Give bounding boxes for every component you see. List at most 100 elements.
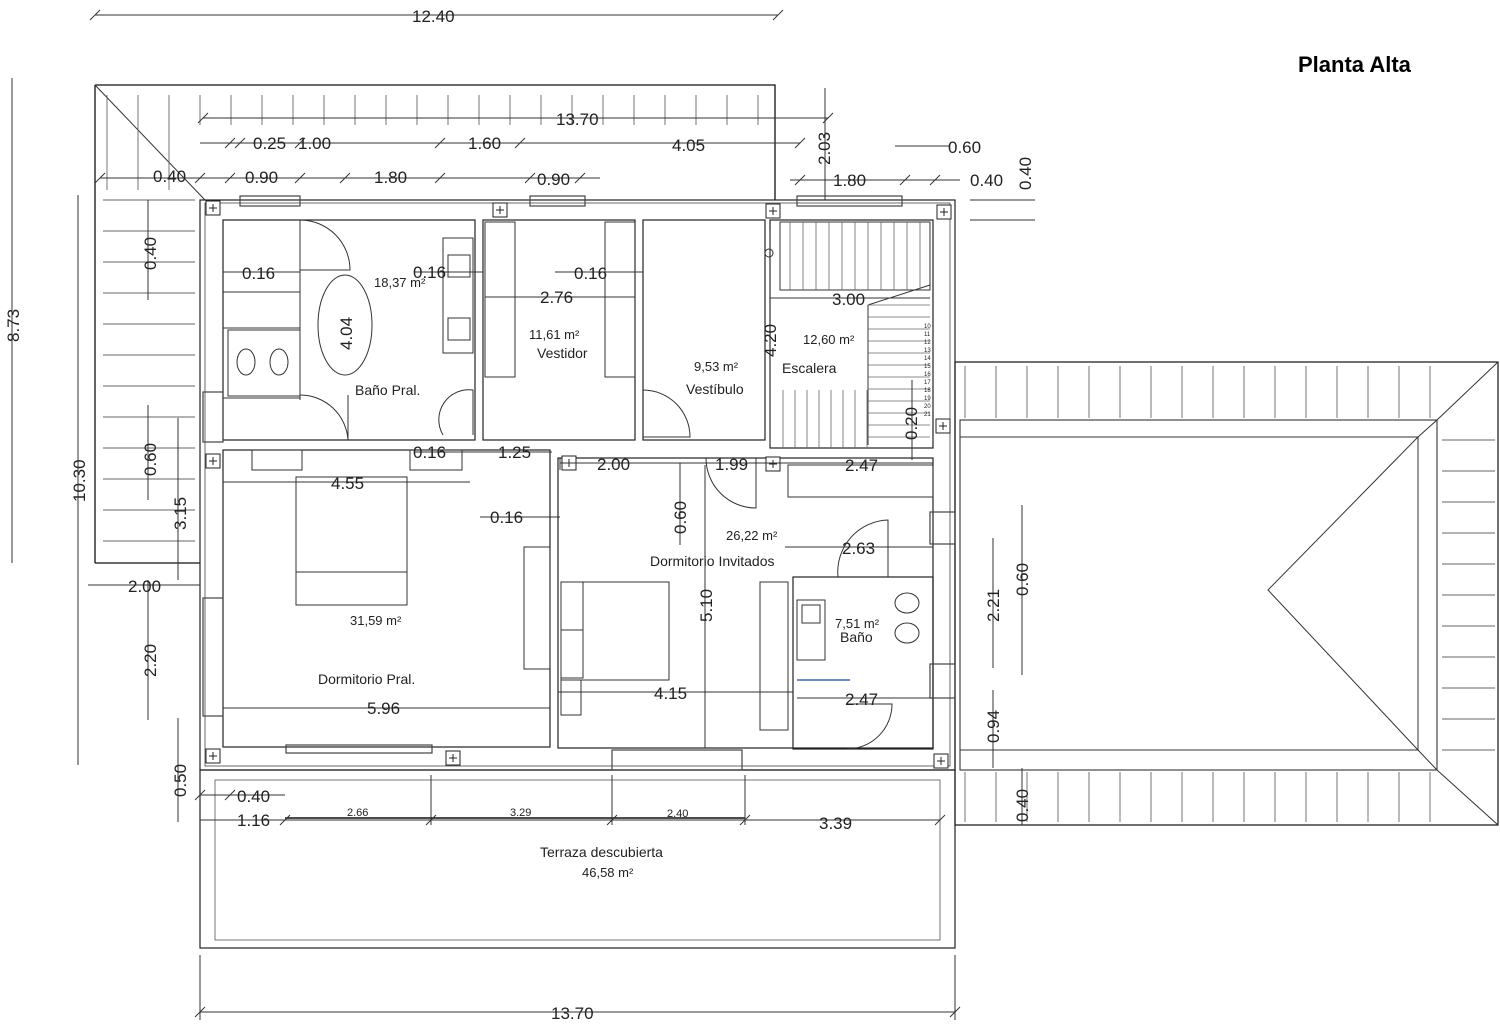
dim-100: 1.00 [298, 134, 331, 153]
dim-300: 3.00 [832, 290, 865, 309]
dim-1030: 10.30 [70, 459, 89, 502]
dim-090-a: 0.90 [245, 168, 278, 187]
dim-tick [197, 112, 209, 124]
dim-tick [94, 172, 106, 184]
dim-tick [949, 1006, 961, 1018]
dim-510: 5.10 [697, 589, 716, 622]
dim-tick [89, 9, 101, 21]
dim-tick [234, 137, 246, 149]
name-bano-pral: Baño Pral. [355, 382, 420, 398]
stair-number: 15 [924, 364, 931, 370]
dim-roof-width: 13.70 [556, 110, 599, 129]
dim-180-b: 1.80 [833, 171, 866, 190]
dim-050: 0.50 [171, 764, 190, 797]
area-bano: 7,51 m² [835, 616, 880, 631]
dim-016-b: 0.16 [413, 263, 446, 282]
dim-203: 2.03 [815, 132, 834, 165]
dim-404: 4.04 [337, 317, 356, 350]
name-escalera: Escalera [782, 360, 837, 376]
roof-eaves [94, 84, 1499, 826]
dim-315: 3.15 [171, 497, 190, 530]
dim-455: 4.55 [331, 474, 364, 493]
name-vestidor: Vestidor [537, 345, 588, 361]
dim-160: 1.60 [468, 134, 501, 153]
dim-tick [822, 112, 834, 124]
area-vestidor: 11,61 m² [529, 327, 580, 342]
dim-116: 1.16 [237, 811, 270, 830]
dim-top-total: 12.40 [412, 7, 455, 26]
dim-247-b: 2.47 [845, 690, 878, 709]
dim-221: 2.21 [984, 589, 1003, 622]
stair-number: 17 [924, 380, 931, 386]
dim-094: 0.94 [984, 710, 1003, 743]
rafters [103, 95, 1495, 822]
stair-treads [782, 222, 930, 448]
stair-number: 16 [924, 372, 931, 378]
area-terraza: 46,58 m² [582, 865, 634, 880]
dim-tick [194, 172, 206, 184]
dim-596: 5.96 [367, 699, 400, 718]
dim-tick [434, 137, 446, 149]
dim-tick [524, 172, 536, 184]
name-dorm-inv: Dormitorio Invitados [650, 553, 775, 569]
dim-060-right: 0.60 [1013, 563, 1032, 596]
dim-200-mid: 2.00 [597, 455, 630, 474]
dim-bottom-total: 13.70 [551, 1004, 594, 1023]
stair-number: 10 [924, 324, 931, 330]
dim-tick [434, 172, 446, 184]
dim-tick [294, 137, 306, 149]
dim-276: 2.76 [540, 288, 573, 307]
name-bano: Baño [840, 629, 873, 645]
dim-tick [514, 137, 526, 149]
dim-tick [899, 174, 911, 186]
dim-247-a: 2.47 [845, 456, 878, 475]
dim-040-top: 0.40 [153, 167, 186, 186]
dim-tick [279, 814, 291, 826]
dim-040-left: 0.40 [141, 237, 160, 270]
dim-tick [339, 172, 351, 184]
dimension-ticks [89, 9, 961, 1018]
dim-090-b: 0.90 [537, 170, 570, 189]
room-labels: 18,37 m² Baño Pral. 11,61 m² Vestidor 9,… [318, 275, 880, 880]
stair-number: 21 [924, 412, 931, 418]
dim-tick [194, 1006, 206, 1018]
dim-200-left: 2.00 [128, 577, 161, 596]
dim-329: 3.29 [510, 807, 531, 819]
dim-016-a: 0.16 [242, 264, 275, 283]
stair-number: 14 [924, 356, 931, 362]
dim-016-d: 0.16 [413, 443, 446, 462]
stair-number: 11 [924, 332, 931, 338]
name-dorm-pral: Dormitorio Pral. [318, 671, 415, 687]
dim-tick [772, 9, 784, 21]
dim-tick [794, 137, 806, 149]
dim-060-left: 0.60 [141, 443, 160, 476]
name-terraza: Terraza descubierta [540, 844, 663, 860]
dim-180-a: 1.80 [374, 168, 407, 187]
dim-tick [739, 814, 751, 826]
area-vestibulo: 9,53 m² [694, 359, 739, 374]
dim-tick [224, 137, 236, 149]
dim-405: 4.05 [672, 136, 705, 155]
dim-040-bot: 0.40 [237, 787, 270, 806]
dim-tick [224, 789, 236, 801]
dim-tick [574, 172, 586, 184]
dim-220: 2.20 [141, 644, 160, 677]
area-bano-pral: 18,37 m² [374, 275, 426, 290]
furniture [223, 219, 934, 750]
dim-tick [224, 172, 236, 184]
name-vestibulo: Vestíbulo [686, 381, 744, 397]
dim-tick [929, 174, 941, 186]
dim-040-tr: 0.40 [970, 171, 1003, 190]
dim-025: 0.25 [253, 134, 286, 153]
dim-420: 4.20 [761, 324, 780, 357]
dim-tick [425, 814, 437, 826]
dim-199: 1.99 [715, 455, 748, 474]
plan-title: Planta Alta [1298, 52, 1411, 77]
dim-tick [934, 814, 946, 826]
stair-number: 18 [924, 388, 931, 394]
stair-number: 19 [924, 396, 931, 402]
dimension-lines [11, 14, 1035, 1020]
dim-415: 4.15 [654, 684, 687, 703]
